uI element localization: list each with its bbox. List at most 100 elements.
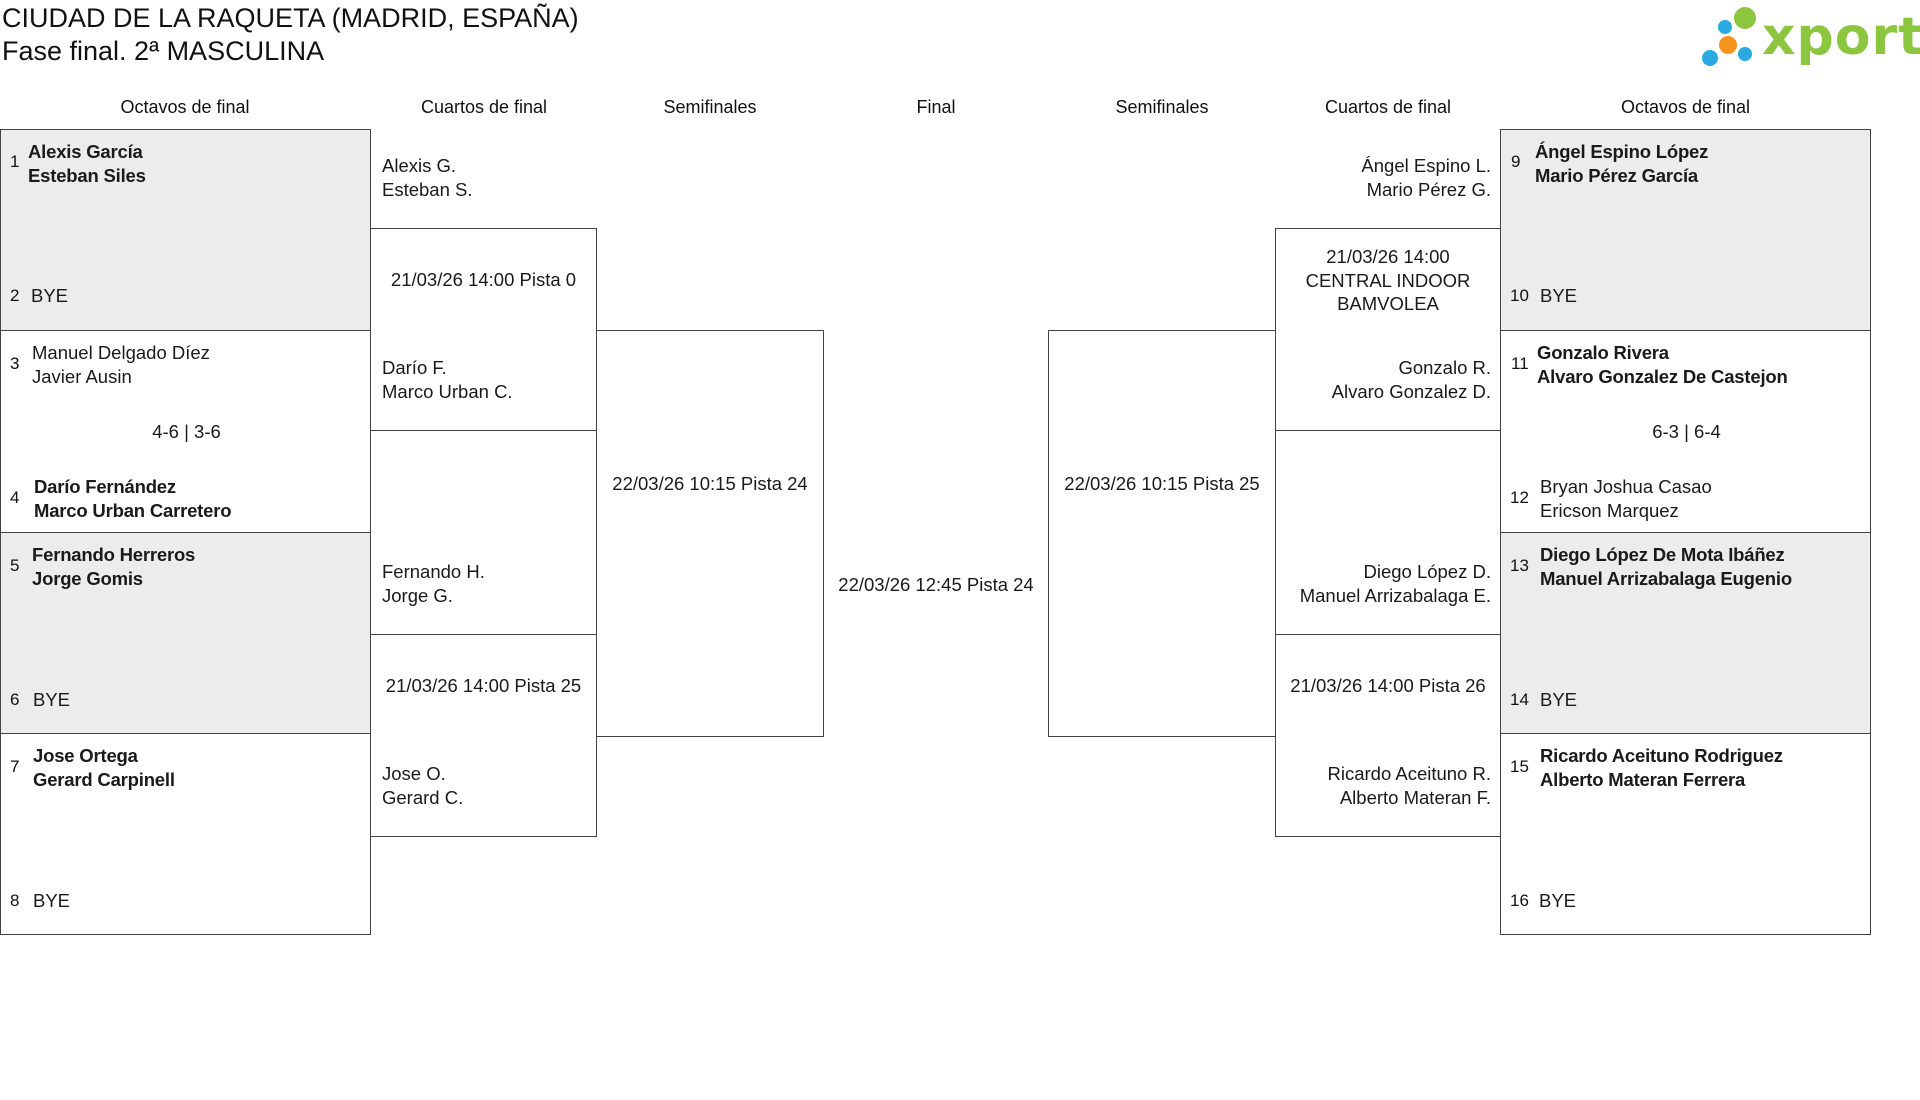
player-name: Bryan Joshua Casao: [1540, 476, 1712, 497]
player-name: Gonzalo R.: [1398, 357, 1491, 378]
team-b[interactable]: BYE: [31, 284, 68, 308]
left-r16-match-3: 5 Fernando Herreros Jorge Gomis 6 BYE: [0, 532, 371, 734]
team-a[interactable]: Alexis García Esteban Siles: [28, 140, 146, 187]
right-r16-match-1: 9 Ángel Espino López Mario Pérez García …: [1500, 129, 1871, 331]
right-qf-match-1: 21/03/26 14:00 CENTRAL INDOOR BAMVOLEA G…: [1275, 228, 1501, 431]
right-r16-match-4: 15 Ricardo Aceituno Rodriguez Alberto Ma…: [1500, 733, 1871, 935]
seed-number: 7: [10, 757, 20, 776]
final-match-info: 22/03/26 12:45 Pista 24: [838, 574, 1034, 595]
player-name: Darío Fernández: [34, 476, 176, 497]
player-name: Manuel Arrizabalaga Eugenio: [1540, 567, 1792, 589]
left-r16-match-4: 7 Jose Ortega Gerard Carpinell 8 BYE: [0, 733, 371, 935]
match-info: 22/03/26 10:15 Pista 25: [1064, 473, 1260, 494]
right-qf-2-team-b[interactable]: Ricardo Aceituno R. Alberto Materan F.: [1327, 762, 1491, 809]
match-info: 22/03/26 10:15 Pista 24: [612, 473, 808, 494]
player-name: Marco Urban C.: [382, 380, 513, 402]
left-r16-match-1: 1 Alexis García Esteban Siles 2 BYE: [0, 129, 371, 331]
left-qf-2-team-a[interactable]: Fernando H. Jorge G.: [382, 560, 485, 607]
seed-number: 9: [1511, 152, 1521, 171]
player-name: Ericson Marquez: [1540, 499, 1679, 521]
player-name: BYE: [1539, 890, 1577, 911]
xporty-logo[interactable]: xporty: [1698, 4, 1920, 70]
player-name: Ricardo Aceituno R.: [1327, 763, 1491, 784]
left-qf-match-1: 21/03/26 14:00 Pista 0 Darío F. Marco Ur…: [370, 228, 597, 431]
team-a[interactable]: Manuel Delgado Díez Javier Ausin: [32, 341, 210, 388]
team-b[interactable]: BYE: [1540, 284, 1577, 308]
player-name: BYE: [33, 689, 71, 710]
player-name: Jorge G.: [382, 584, 453, 606]
right-qf-1-team-a[interactable]: Ángel Espino L. Mario Pérez G.: [1361, 154, 1491, 201]
player-name: Manuel Delgado Díez: [32, 342, 210, 363]
seed-number: 6: [10, 690, 20, 709]
left-qf-2-team-b[interactable]: Jose O. Gerard C.: [382, 762, 463, 809]
player-name: Alberto Materan Ferrera: [1540, 768, 1746, 790]
player-name: BYE: [1540, 285, 1578, 306]
right-r16-match-3: 13 Diego López De Mota Ibáñez Manuel Arr…: [1500, 532, 1871, 734]
team-a[interactable]: Diego López De Mota Ibáñez Manuel Arriza…: [1540, 543, 1792, 590]
team-b[interactable]: BYE: [33, 688, 70, 712]
seed-number: 5: [10, 556, 20, 575]
match-score: 4-6 | 3-6: [152, 421, 221, 442]
player-name: Jose Ortega: [33, 745, 138, 766]
header-right-r16: Octavos de final: [1620, 97, 1751, 117]
match-info: 21/03/26 14:00 CENTRAL INDOOR BAMVOLEA: [1276, 245, 1500, 316]
team-a[interactable]: Gonzalo Rivera Alvaro Gonzalez De Castej…: [1537, 341, 1788, 388]
header-final: Final: [916, 97, 956, 117]
match-info: 21/03/26 14:00 Pista 26: [1290, 675, 1486, 696]
left-qf-match-2: 21/03/26 14:00 Pista 25 Jose O. Gerard C…: [370, 634, 597, 837]
right-qf-match-2: 21/03/26 14:00 Pista 26 Ricardo Aceituno…: [1275, 634, 1501, 837]
player-name: Gerard Carpinell: [33, 768, 175, 790]
right-r16-match-2: 11 Gonzalo Rivera Alvaro Gonzalez De Cas…: [1500, 330, 1871, 533]
player-name: Javier Ausin: [32, 365, 132, 387]
seed-number: 8: [10, 891, 20, 910]
team-a[interactable]: Jose Ortega Gerard Carpinell: [33, 744, 175, 791]
player-name: Gerard C.: [382, 786, 464, 808]
player-name: Esteban S.: [382, 178, 473, 200]
page-subtitle: Fase final. 2ª MASCULINA: [2, 36, 325, 66]
player-name: Alexis G.: [382, 155, 457, 176]
player-name: Diego López D.: [1363, 561, 1491, 582]
seed-number: 2: [10, 286, 20, 305]
seed-number: 3: [10, 354, 20, 373]
player-name: Jose O.: [382, 763, 446, 784]
player-name: Alberto Materan F.: [1339, 786, 1491, 808]
venue-name: BAMVOLEA: [1337, 293, 1439, 314]
team-a[interactable]: Fernando Herreros Jorge Gomis: [32, 543, 195, 590]
match-info: 21/03/26 14:00 Pista 0: [390, 269, 577, 290]
team-a[interactable]: Ángel Espino López Mario Pérez García: [1535, 140, 1708, 187]
left-qf-1-team-a[interactable]: Alexis G. Esteban S.: [382, 154, 473, 201]
player-name: BYE: [31, 285, 69, 306]
xporty-logo-text: xporty: [1762, 7, 1920, 67]
player-name: Manuel Arrizabalaga E.: [1299, 584, 1491, 606]
player-name: BYE: [1540, 689, 1578, 710]
left-r16-match-2: 3 Manuel Delgado Díez Javier Ausin 4-6 |…: [0, 330, 371, 533]
player-name: Fernando H.: [382, 561, 485, 582]
seed-number: 14: [1510, 690, 1529, 709]
player-name: Ángel Espino L.: [1361, 155, 1491, 176]
header-right-sf: Semifinales: [1115, 97, 1209, 117]
seed-number: 1: [10, 152, 20, 171]
player-name: BYE: [33, 890, 71, 911]
team-a[interactable]: Ricardo Aceituno Rodriguez Alberto Mater…: [1540, 744, 1783, 791]
right-sf-match: 22/03/26 10:15 Pista 25: [1048, 330, 1276, 737]
right-qf-2-team-a[interactable]: Diego López D. Manuel Arrizabalaga E.: [1300, 560, 1491, 607]
seed-number: 12: [1510, 488, 1529, 507]
left-qf-1-team-b[interactable]: Darío F. Marco Urban C.: [382, 356, 513, 403]
team-b[interactable]: BYE: [1540, 688, 1577, 712]
header-left-sf: Semifinales: [663, 97, 757, 117]
team-b[interactable]: Darío Fernández Marco Urban Carretero: [34, 475, 232, 522]
team-b[interactable]: BYE: [1539, 889, 1576, 913]
player-name: Fernando Herreros: [32, 544, 196, 565]
player-name: Darío F.: [382, 357, 447, 378]
team-b[interactable]: BYE: [33, 889, 70, 913]
court-name: CENTRAL INDOOR: [1305, 269, 1471, 291]
xporty-dots-icon: [1702, 7, 1756, 66]
match-info: 21/03/26 14:00 Pista 25: [385, 675, 582, 696]
seed-number: 15: [1510, 757, 1529, 776]
seed-number: 4: [10, 488, 20, 507]
team-b[interactable]: Bryan Joshua Casao Ericson Marquez: [1540, 475, 1712, 522]
header-right-qf: Cuartos de final: [1324, 97, 1452, 117]
player-name: Ángel Espino López: [1535, 141, 1709, 162]
right-qf-1-team-b[interactable]: Gonzalo R. Alvaro Gonzalez D.: [1332, 356, 1491, 403]
player-name: Gonzalo Rivera: [1537, 342, 1669, 363]
